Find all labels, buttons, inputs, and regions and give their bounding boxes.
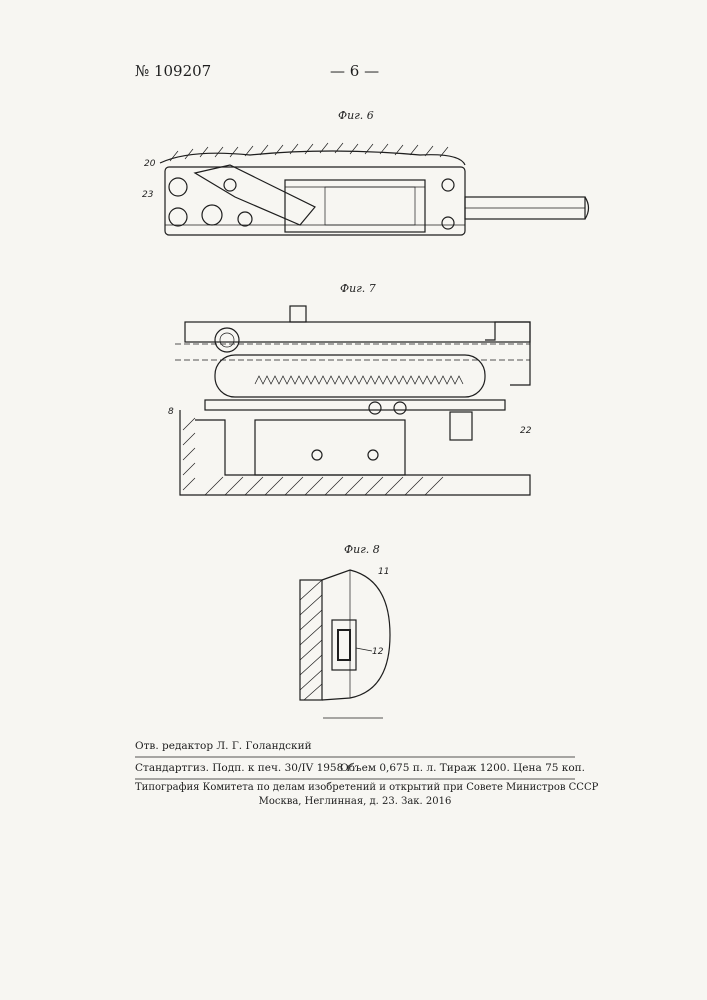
figure-6-drawing: 20 23 [130, 135, 600, 255]
figure-7-caption: Фиг. 7 [340, 282, 376, 295]
svg-text:23: 23 [142, 190, 154, 200]
figure-7-drawing: 8 22 [165, 300, 545, 505]
footer-rule-1 [135, 756, 575, 759]
figure-8-caption: Фиг. 8 [344, 543, 380, 556]
separator-rule [323, 716, 385, 720]
print-info-left: Стандартгиз. Подп. к печ. 30/IV 1958 г. [135, 762, 355, 774]
svg-text:22: 22 [520, 426, 532, 436]
svg-text:12: 12 [372, 647, 384, 657]
editor-line: Отв. редактор Л. Г. Голандский [135, 740, 312, 752]
print-info-right: Объем 0,675 п. л. Тираж 1200. Цена 75 ко… [340, 762, 585, 774]
svg-text:11: 11 [378, 567, 389, 577]
printer-line-2: Москва, Неглинная, д. 23. Зак. 2016 [135, 796, 575, 807]
svg-text:20: 20 [144, 159, 156, 169]
figure-8-drawing: 11 12 [290, 560, 420, 710]
patent-number: № 109207 [135, 62, 211, 80]
page-number: — 6 — [330, 62, 379, 80]
svg-text:8: 8 [168, 407, 174, 417]
figure-6-caption: Фиг. 6 [338, 109, 374, 122]
footer-rule-2 [135, 778, 575, 781]
printer-line-1: Типография Комитета по делам изобретений… [135, 782, 575, 793]
